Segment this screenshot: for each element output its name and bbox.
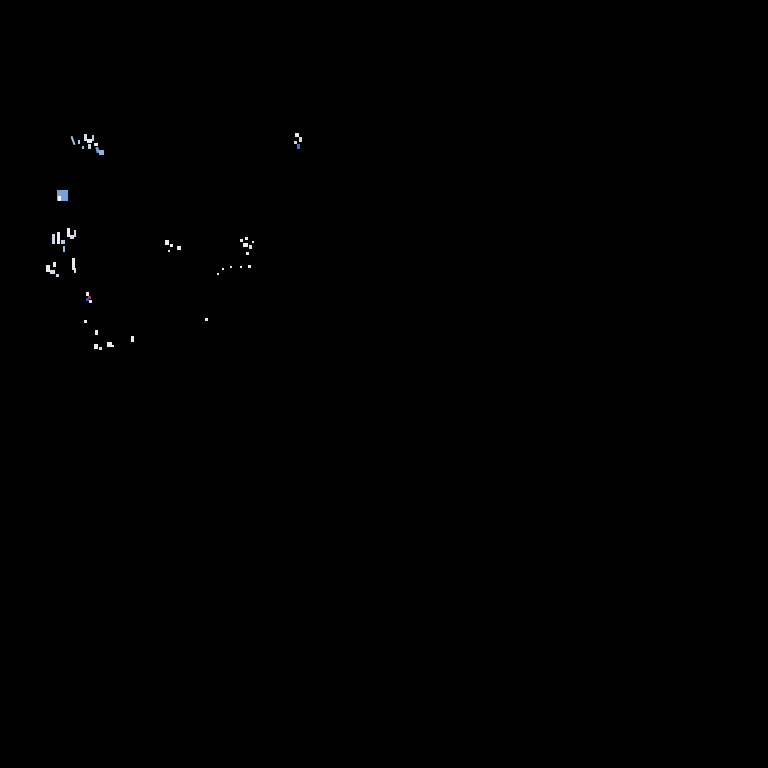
pixel-fragment	[53, 262, 56, 267]
pixel-fragment	[177, 246, 181, 250]
pixel-fragment	[240, 239, 243, 242]
pixel-fragment	[84, 134, 87, 141]
pixel-fragment	[89, 300, 92, 303]
pixel-fragment	[297, 144, 300, 149]
pixel-fragment	[131, 336, 134, 342]
pixel-fragment	[74, 268, 76, 273]
pixel-fragment	[245, 237, 248, 240]
pixel-fragment	[74, 230, 76, 237]
pixel-fragment	[70, 135, 76, 146]
pixel-fragment	[52, 234, 55, 244]
pixel-fragment	[294, 141, 297, 144]
pixel-fragment	[67, 228, 70, 237]
pixel-fragment	[50, 270, 55, 274]
pixel-fragment	[57, 190, 68, 201]
pixel-fragment	[205, 318, 208, 321]
pixel-fragment	[230, 266, 232, 268]
pixel-fragment	[87, 139, 92, 143]
pixel-fragment	[56, 274, 59, 277]
pixel-fragment	[112, 345, 114, 347]
pixel-fragment	[58, 196, 61, 201]
pixel-fragment	[94, 143, 98, 146]
pixel-fragment	[165, 240, 169, 245]
pixel-fragment	[252, 241, 254, 243]
pixel-fragment	[92, 135, 94, 141]
pixel-fragment	[217, 273, 219, 275]
pixel-fragment	[99, 150, 104, 155]
pixel-fragment	[246, 252, 249, 255]
pixel-fragment	[222, 268, 224, 270]
pixel-fragment	[72, 258, 75, 270]
pixel-fragment	[70, 235, 74, 239]
pixel-fragment	[88, 296, 91, 299]
pixel-fragment	[107, 342, 112, 347]
pixel-fragment	[240, 266, 242, 268]
pixel-fragment	[95, 146, 100, 154]
pixel-fragment	[299, 137, 302, 142]
pixel-fragment	[170, 244, 173, 247]
pixel-fragment	[94, 344, 98, 349]
pixel-fragment	[78, 140, 80, 144]
pixel-fragment	[86, 298, 89, 301]
pixel-fragment	[168, 250, 170, 252]
pixel-fragment	[248, 265, 251, 268]
pixel-fragment	[95, 330, 98, 335]
pixel-fragment	[295, 133, 299, 137]
pixel-fragment	[99, 347, 102, 350]
pixel-fragment	[84, 320, 87, 323]
pixel-fragment	[249, 245, 252, 249]
pixel-fragment	[88, 144, 91, 149]
pixel-fragment	[243, 243, 248, 247]
pixel-fragment	[57, 232, 60, 244]
pixel-fragment	[61, 240, 65, 244]
pixel-fragment	[63, 246, 65, 252]
pixel-fragment	[46, 265, 50, 272]
pixel-fragment	[86, 292, 89, 296]
pixel-fragment	[82, 146, 84, 149]
